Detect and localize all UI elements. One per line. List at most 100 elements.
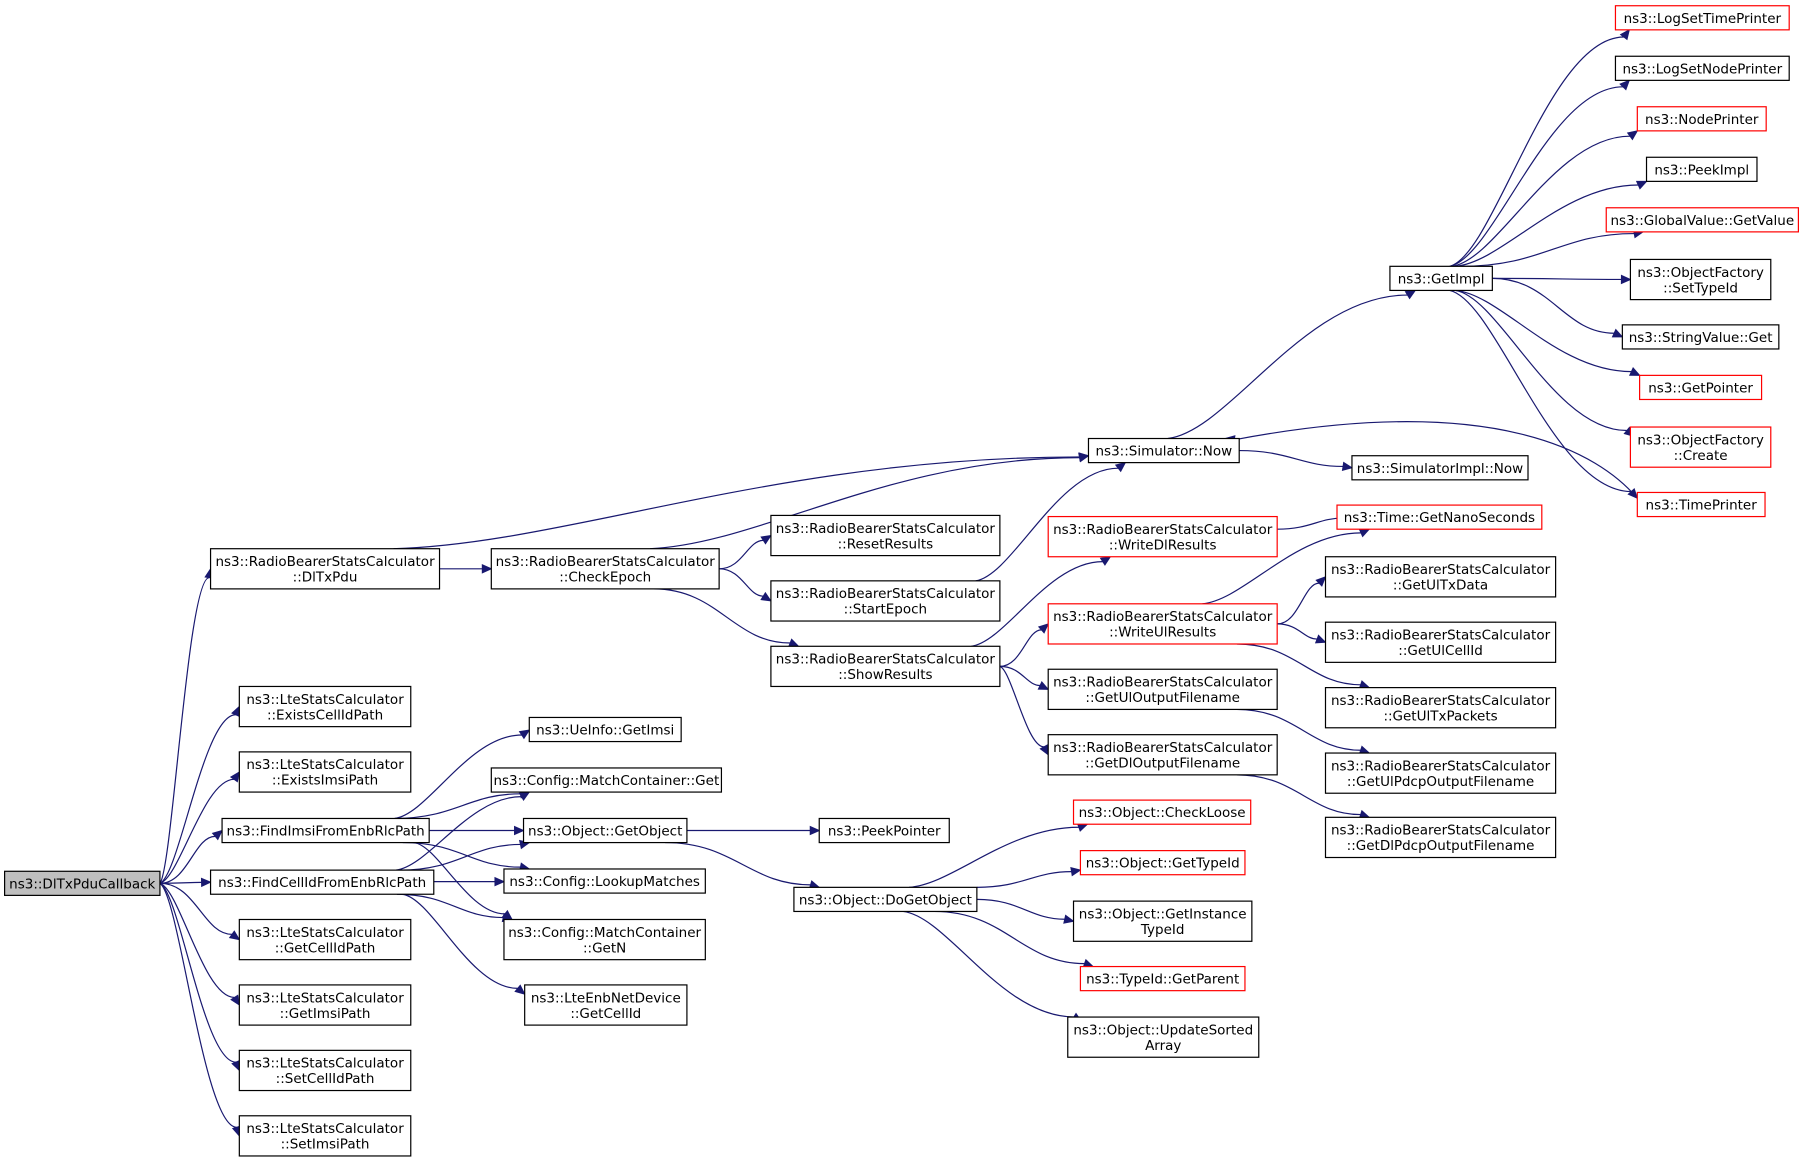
node-ns3-peekimpl[interactable]: ns3::PeekImpl xyxy=(1645,156,1758,182)
node-ns3-radiobearerstatscalculator-showresults[interactable]: ns3::RadioBearerStatsCalculator::ShowRes… xyxy=(770,645,1001,688)
node-ns3-config-matchcontainer-get[interactable]: ns3::Config::MatchContainer::Get xyxy=(490,767,723,793)
node-ns3-logsettimeprinter[interactable]: ns3::LogSetTimePrinter xyxy=(1614,5,1790,31)
edge-simNow-to-getImpl xyxy=(1167,289,1417,440)
node-box xyxy=(793,886,978,913)
node-label: ns3::Simulator::Now xyxy=(1095,444,1232,460)
node-ns3-radiobearerstatscalculator-startepoch[interactable]: ns3::RadioBearerStatsCalculator::StartEp… xyxy=(770,580,1001,622)
edge-line xyxy=(159,778,235,884)
edge-showResults-to-writeDl xyxy=(971,556,1112,647)
edge-line xyxy=(999,665,1041,687)
node-ns3-globalvalue-getvalue[interactable]: ns3::GlobalValue::GetValue xyxy=(1605,207,1799,233)
node-label: ::CheckEpoch xyxy=(559,570,651,586)
edge-line xyxy=(650,456,1080,550)
node-label: ns3::LogSetTimePrinter xyxy=(1624,11,1782,27)
edge-line xyxy=(1455,289,1632,373)
node-ns3-ltestatscalculator-existscellidpath[interactable]: ns3::LteStatsCalculator::ExistsCellIdPat… xyxy=(238,685,412,728)
node-ns3-radiobearerstatscalculator-writeulresults[interactable]: ns3::RadioBearerStatsCalculator::WriteUl… xyxy=(1047,603,1278,645)
node-ns3-radiobearerstatscalculator-resetresults[interactable]: ns3::RadioBearerStatsCalculator::ResetRe… xyxy=(770,514,1001,557)
node-ns3-objectfactory-settypeid[interactable]: ns3::ObjectFactory::SetTypeId xyxy=(1629,258,1772,301)
node-ns3-peekpointer[interactable]: ns3::PeekPointer xyxy=(818,817,950,844)
node-box xyxy=(1079,850,1246,876)
node-ns3-radiobearerstatscalculator-getdlpdcpoutputfilename[interactable]: ns3::RadioBearerStatsCalculator::GetDlPd… xyxy=(1324,816,1557,859)
arrowhead xyxy=(518,791,531,801)
arrowhead xyxy=(1620,274,1632,285)
node-ns3-dltxpducallback[interactable]: ns3::DlTxPduCallback xyxy=(4,870,161,896)
edge-line xyxy=(1167,294,1408,440)
node-ns3-config-matchcontainer-getn[interactable]: ns3::Config::MatchContainer::GetN xyxy=(503,918,706,961)
node-ns3-simulator-now[interactable]: ns3::Simulator::Now xyxy=(1087,437,1240,464)
edge-line xyxy=(1461,232,1635,267)
edge-line xyxy=(665,841,811,886)
node-ns3-getimpl[interactable]: ns3::GetImpl xyxy=(1389,265,1493,292)
node-label: ns3::Object::GetTypeId xyxy=(1086,856,1240,872)
node-label: ns3::StringValue::Get xyxy=(1629,330,1773,346)
arrowhead xyxy=(1628,367,1641,376)
node-box xyxy=(238,751,412,793)
node-ns3-ltestatscalculator-getcellidpath[interactable]: ns3::LteStatsCalculator::GetCellIdPath xyxy=(238,918,412,961)
node-box xyxy=(1324,816,1557,859)
node-label: ns3::Object::GetObject xyxy=(528,824,682,840)
node-label: ::GetN xyxy=(583,940,626,956)
node-ns3-radiobearerstatscalculator-getulcellid[interactable]: ns3::RadioBearerStatsCalculator::GetUlCe… xyxy=(1324,621,1557,663)
node-ns3-ltestatscalculator-existsimsipath[interactable]: ns3::LteStatsCalculator::ExistsImsiPath xyxy=(238,751,412,793)
node-box xyxy=(503,918,706,961)
node-ns3-typeid-getparent[interactable]: ns3::TypeId::GetParent xyxy=(1079,965,1246,992)
node-ns3-findcellidfromenbrlcpath[interactable]: ns3::FindCellIdFromEnbRlcPath xyxy=(209,869,435,895)
node-ns3-radiobearerstatscalculator-getdloutputfilename[interactable]: ns3::RadioBearerStatsCalculator::GetDlOu… xyxy=(1047,734,1278,776)
edge-line xyxy=(393,456,1080,550)
node-box xyxy=(1629,258,1772,301)
node-ns3-radiobearerstatscalculator-writedlresults[interactable]: ns3::RadioBearerStatsCalculator::WriteDl… xyxy=(1047,515,1278,558)
node-ns3-getpointer[interactable]: ns3::GetPointer xyxy=(1639,374,1763,401)
arrowhead xyxy=(1314,634,1327,644)
edge-root-to-getCellPath xyxy=(159,882,241,941)
node-ns3-ltestatscalculator-setimsipath[interactable]: ns3::LteStatsCalculator::SetImsiPath xyxy=(238,1115,412,1157)
node-label: ns3::LteStatsCalculator xyxy=(246,1056,404,1072)
node-box xyxy=(1351,455,1529,481)
edge-line xyxy=(934,910,1085,965)
node-label: ::GetImsiPath xyxy=(280,1006,371,1022)
edge-writeUl-to-ulTxData xyxy=(1277,575,1327,625)
node-ns3-radiobearerstatscalculator-getuloutputfilename[interactable]: ns3::RadioBearerStatsCalculator::GetUlOu… xyxy=(1047,668,1278,711)
node-ns3-objectfactory-create[interactable]: ns3::ObjectFactory::Create xyxy=(1629,426,1772,468)
arrowhead xyxy=(518,729,531,740)
edge-line xyxy=(159,882,236,1063)
arrowhead xyxy=(1315,575,1327,587)
node-ns3-radiobearerstatscalculator-getultxdata[interactable]: ns3::RadioBearerStatsCalculator::GetUlTx… xyxy=(1324,556,1557,598)
node-ns3-object-gettypeid[interactable]: ns3::Object::GetTypeId xyxy=(1079,850,1246,876)
node-box xyxy=(1605,207,1799,233)
node-ns3-ltestatscalculator-getimsipath[interactable]: ns3::LteStatsCalculator::GetImsiPath xyxy=(238,984,412,1026)
node-ns3-radiobearerstatscalculator-dltxpdu[interactable]: ns3::RadioBearerStatsCalculator::DlTxPdu xyxy=(209,548,441,590)
node-label: ns3::FindCellIdFromEnbRlcPath xyxy=(218,875,426,891)
node-ns3-nodeprinter[interactable]: ns3::NodePrinter xyxy=(1636,106,1767,132)
node-ns3-time-getnanoseconds[interactable]: ns3::Time::GetNanoSeconds xyxy=(1336,504,1543,530)
node-ns3-stringvalue-get[interactable]: ns3::StringValue::Get xyxy=(1621,324,1780,350)
edge-checkEpoch-to-showResults xyxy=(653,588,800,648)
node-ns3-findimsifromenbrlcpath[interactable]: ns3::FindImsiFromEnbRlcPath xyxy=(221,817,430,844)
edge-line xyxy=(159,882,235,999)
node-ns3-config-lookupmatches[interactable]: ns3::Config::LookupMatches xyxy=(503,868,706,894)
edge-line xyxy=(394,734,522,820)
edge-findCell-to-lookup xyxy=(433,876,506,887)
node-box xyxy=(238,685,412,728)
node-label: ns3::RadioBearerStatsCalculator xyxy=(1331,823,1551,839)
node-ns3-radiobearerstatscalculator-getulpdcpoutputfilename[interactable]: ns3::RadioBearerStatsCalculator::GetUlPd… xyxy=(1324,752,1557,794)
node-ns3-radiobearerstatscalculator-checkepoch[interactable]: ns3::RadioBearerStatsCalculator::CheckEp… xyxy=(490,548,720,590)
node-ns3-ueinfo-getimsi[interactable]: ns3::UeInfo::GetImsi xyxy=(528,716,682,743)
node-ns3-simulatorimpl-now[interactable]: ns3::SimulatorImpl::Now xyxy=(1351,455,1529,481)
node-box xyxy=(528,716,682,743)
node-ns3-logsetnodeprinter[interactable]: ns3::LogSetNodePrinter xyxy=(1614,55,1790,81)
node-ns3-radiobearerstatscalculator-getultxpackets[interactable]: ns3::RadioBearerStatsCalculator::GetUlTx… xyxy=(1324,687,1557,729)
node-label: ns3::LteEnbNetDevice xyxy=(531,990,681,1006)
node-ns3-object-dogetobject[interactable]: ns3::Object::DoGetObject xyxy=(793,886,978,913)
edge-getImpl-to-nodePrinter xyxy=(1451,130,1639,267)
edge-line xyxy=(1277,623,1318,640)
node-ns3-ltestatscalculator-setcellidpath[interactable]: ns3::LteStatsCalculator::SetCellIdPath xyxy=(238,1049,412,1092)
node-ns3-timeprinter[interactable]: ns3::TimePrinter xyxy=(1636,491,1766,518)
node-ns3-object-getobject[interactable]: ns3::Object::GetObject xyxy=(522,817,688,844)
node-ns3-object-checkloose[interactable]: ns3::Object::CheckLoose xyxy=(1072,799,1252,825)
node-ns3-lteenbnetdevice-getcellid[interactable]: ns3::LteEnbNetDevice::GetCellId xyxy=(524,984,688,1026)
edge-line xyxy=(1236,708,1361,751)
node-box xyxy=(770,514,1001,557)
